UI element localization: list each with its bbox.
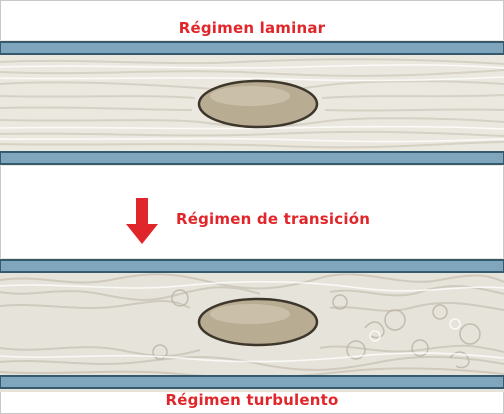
laminar-flow-panel (0, 40, 504, 166)
down-arrow-icon (126, 198, 158, 246)
transition-label: Régimen de transición (176, 210, 370, 228)
turbulent-flow-panel (0, 258, 504, 392)
laminar-label: Régimen laminar (0, 19, 504, 37)
turbulent-label: Régimen turbulento (0, 391, 504, 409)
